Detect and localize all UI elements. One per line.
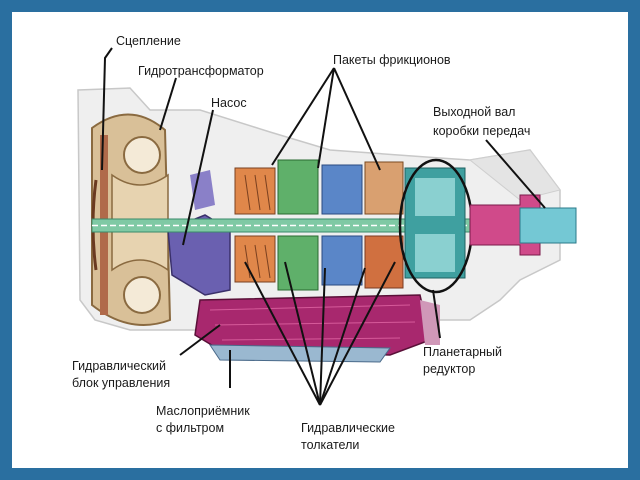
label-clutch: Сцепление [116,34,181,48]
labels: Сцепление Гидротрансформатор Насос Пакет… [72,34,530,452]
clutch-packs [234,159,404,291]
label-valve-body-1: Гидравлический [72,359,166,373]
planetary-gearset [398,158,474,294]
leader-clutch-pack-3 [333,67,381,171]
leader-servo-5 [319,261,396,406]
leader-torque-converter [159,77,177,131]
leader-servo-2 [284,261,321,406]
leader-clutch [101,47,113,171]
leader-lines [101,47,546,406]
label-output-shaft-2: коробки передач [433,124,530,138]
leader-valve-body [179,324,221,356]
leader-clutch-pack-2 [317,67,335,169]
oil-pickup-filter [209,344,391,363]
label-servos-1: Гидравлические [301,421,395,435]
leader-servo-4 [319,267,366,406]
valve-body [194,294,440,356]
label-planetary-1: Планетарный [423,345,502,359]
leader-planetary [432,289,441,339]
label-planetary-2: редуктор [423,362,475,376]
label-oil-pickup-1: Маслоприёмник [156,404,250,418]
label-pump: Насос [211,96,247,110]
label-valve-body-2: блок управления [72,376,170,390]
leader-pump [182,109,214,246]
label-servos-2: толкатели [301,438,359,452]
label-oil-pickup-2: с фильтром [156,421,224,435]
leader-servo-1 [244,261,321,406]
label-torque-converter: Гидротрансформатор [138,64,264,78]
leader-output-shaft [485,139,546,209]
torque-converter [91,113,172,326]
oil-pump [167,170,231,296]
label-output-shaft-1: Выходной вал [433,105,515,119]
leader-clutch-pack-1 [271,67,335,166]
leader-servo-3 [319,267,326,406]
label-clutch-packs: Пакеты фрикционов [333,53,451,67]
output-shaft [469,194,577,256]
